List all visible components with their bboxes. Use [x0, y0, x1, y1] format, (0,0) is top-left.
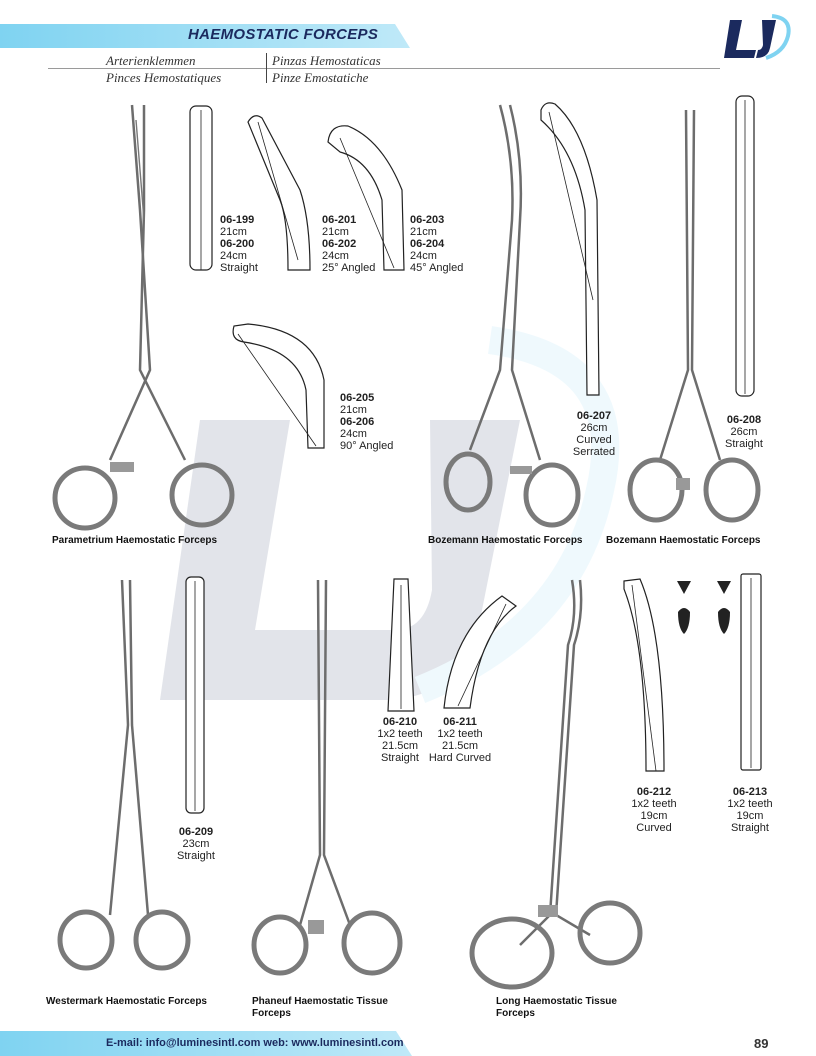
name-german: Arterienklemmen — [106, 53, 196, 68]
jaw-06-212-image — [623, 578, 665, 772]
label-06-208: 06-208 26cm Straight — [725, 414, 763, 450]
label-06-201: 06-201 21cm 06-202 24cm 25° Angled — [322, 214, 376, 274]
page-number: 89 — [754, 1036, 769, 1051]
label-06-205: 06-205 21cm 06-206 24cm 90° Angled — [340, 392, 394, 452]
label-06-207: 06-207 26cm Curved Serrated — [572, 410, 616, 458]
label-06-210: 06-210 1x2 teeth 21.5cm Straight — [377, 716, 423, 764]
name-spanish: Pinzas Hemostaticas — [272, 53, 381, 68]
westermark-forceps-image — [57, 579, 191, 971]
jaw-straight-long-image — [735, 95, 755, 397]
jaw-06-210-image — [387, 578, 415, 712]
page-title: HAEMOSTATIC FORCEPS — [188, 26, 379, 43]
jaw-06-213-image — [740, 573, 762, 771]
footer-contact: E-mail: info@luminesintl.com web: www.lu… — [106, 1037, 404, 1049]
label-06-211: 06-211 1x2 teeth 21.5cm Hard Curved — [428, 716, 492, 764]
name-bozemann-2: Bozemann Haemostatic Forceps — [606, 535, 761, 546]
footer-bar — [0, 1031, 412, 1056]
bozemann-forceps-curved-image — [443, 104, 581, 528]
title-banner — [0, 24, 410, 48]
jaw-06-209-image — [185, 576, 205, 814]
jaw-45-angled-image — [327, 125, 405, 271]
jaw-tip-profile-icon-2 — [717, 581, 731, 634]
long-tissue-forceps-image — [469, 579, 643, 990]
label-06-213: 06-213 1x2 teeth 19cm Straight — [727, 786, 773, 834]
parametrium-forceps-image — [52, 104, 235, 531]
name-long-line1: Long Haemostatic Tissue — [496, 996, 617, 1007]
name-phaneuf-line1: Phaneuf Haemostatic Tissue — [252, 996, 388, 1007]
label-06-209: 06-209 23cm Straight — [177, 826, 215, 862]
name-bozemann-1: Bozemann Haemostatic Forceps — [428, 535, 583, 546]
jaw-straight-image — [189, 105, 213, 271]
header-divider — [266, 53, 267, 83]
jaw-25-angled-image — [247, 115, 311, 271]
jaw-tip-profile-icon — [677, 581, 691, 634]
header-rule — [48, 68, 720, 69]
label-06-203: 06-203 21cm 06-204 24cm 45° Angled — [410, 214, 464, 274]
name-italian: Pinze Emostatiche — [272, 70, 369, 85]
name-long-line2: Forceps — [496, 1008, 535, 1019]
jaw-curved-serrated-image — [540, 102, 600, 396]
label-06-212: 06-212 1x2 teeth 19cm Curved — [631, 786, 677, 834]
label-06-199: 06-199 21cm 06-200 24cm Straight — [220, 214, 258, 274]
name-westermark: Westermark Haemostatic Forceps — [46, 996, 207, 1007]
jaw-06-211-image — [443, 595, 518, 709]
name-parametrium: Parametrium Haemostatic Forceps — [52, 535, 218, 546]
name-phaneuf-line2: Forceps — [252, 1008, 291, 1019]
brand-logo — [724, 14, 791, 60]
jaw-90-angled-image — [232, 323, 325, 449]
name-french: Pinces Hemostatiques — [106, 70, 222, 85]
watermark-logo — [160, 326, 620, 703]
phaneuf-forceps-image — [251, 579, 403, 976]
bozemann-forceps-straight-image — [627, 109, 761, 523]
